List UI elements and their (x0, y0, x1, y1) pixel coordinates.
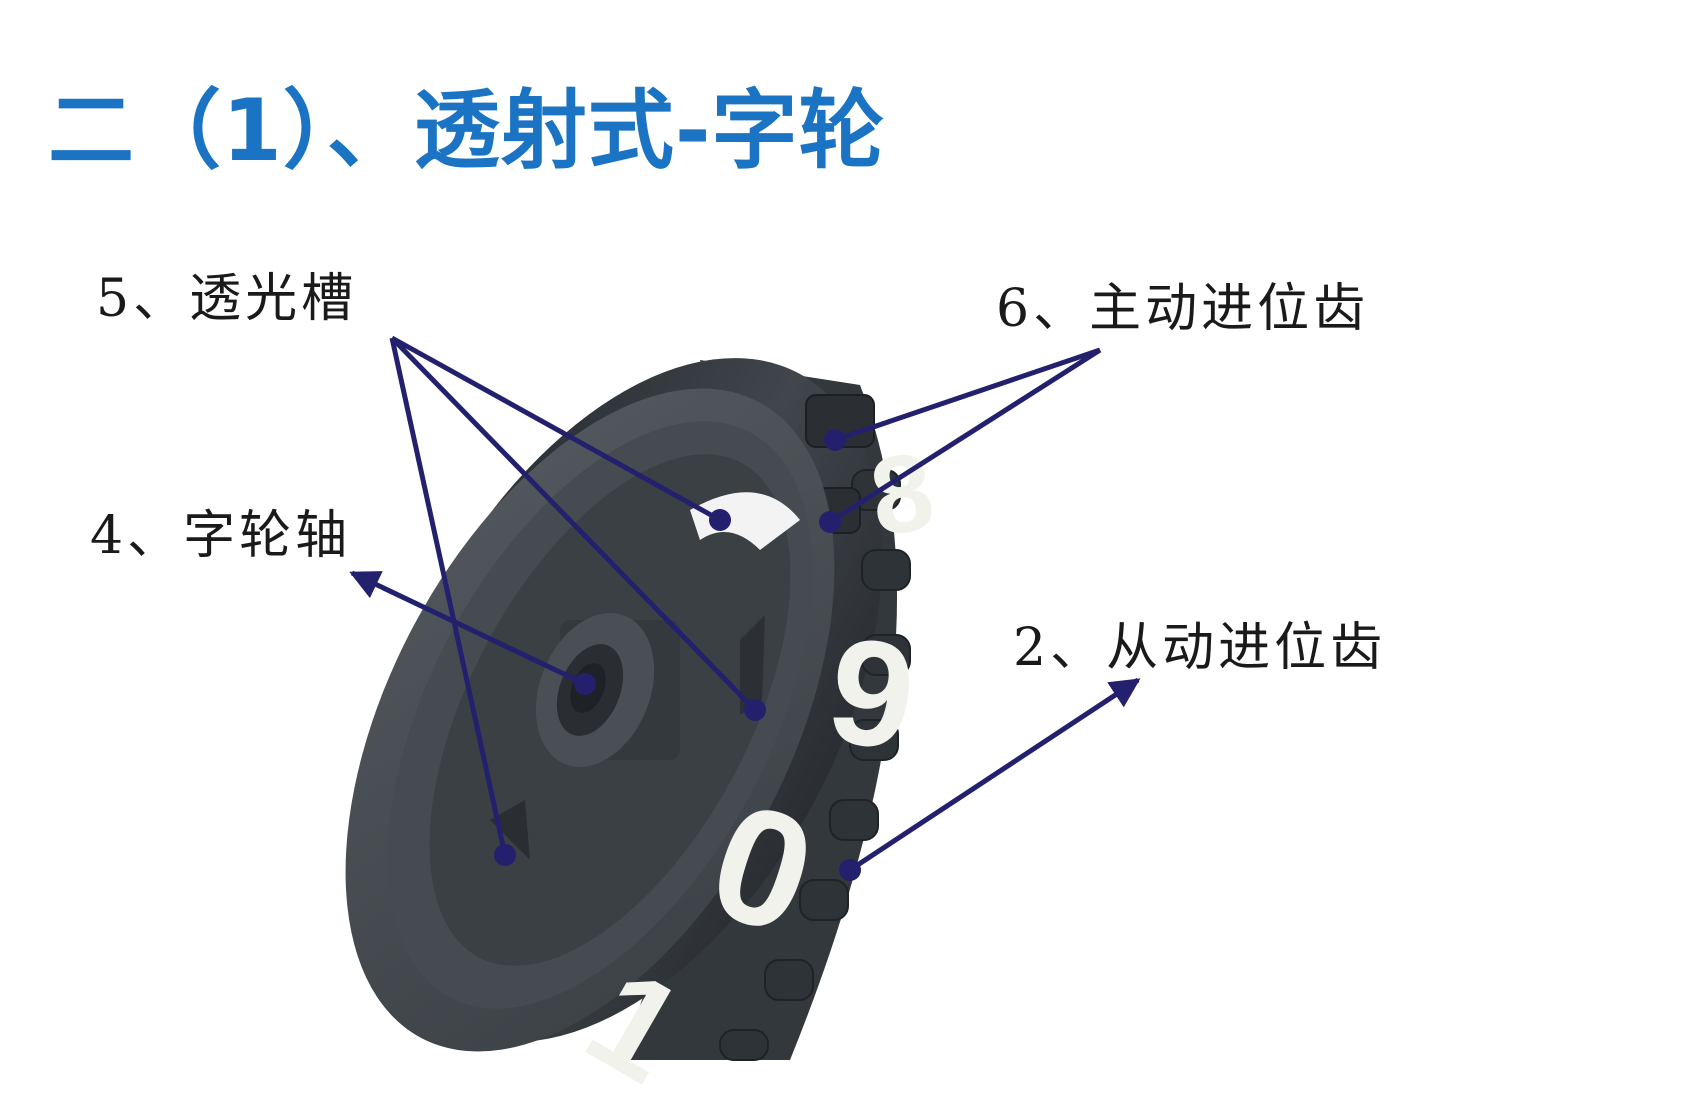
label-light-slot: 5、透光槽 (96, 269, 358, 329)
pointer-dots (494, 429, 861, 881)
label-driven-carry-tooth: 2、从动进位齿 (1013, 618, 1387, 678)
wheel-axle (535, 613, 680, 767)
pointer-lines (349, 335, 1141, 873)
label-wheel-axle: 4、字轮轴 (90, 506, 352, 566)
light-slots (490, 492, 800, 860)
label-driving-carry-tooth: 6、主动进位齿 (996, 279, 1370, 339)
page-title: 二（1）、透射式-字轮 (48, 81, 886, 181)
